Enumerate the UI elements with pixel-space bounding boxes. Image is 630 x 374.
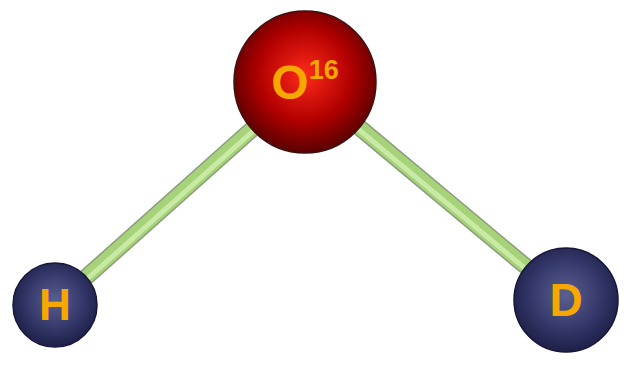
element-symbol: H	[39, 280, 71, 329]
mass-number: 16	[309, 55, 339, 85]
chemical-bond	[357, 127, 526, 269]
element-symbol: O	[271, 56, 308, 109]
bond-stroke	[357, 128, 525, 268]
atom-symbol: D	[549, 277, 582, 323]
hydrogen-atom: H	[12, 262, 98, 348]
chemical-bond	[86, 129, 254, 280]
deuterium-atom: D	[513, 247, 619, 353]
atom-symbol: H	[39, 283, 71, 327]
bond-stroke	[87, 130, 254, 279]
oxygen-atom: O16	[233, 10, 377, 154]
atom-symbol: O16	[271, 57, 338, 107]
element-symbol: D	[549, 274, 582, 326]
